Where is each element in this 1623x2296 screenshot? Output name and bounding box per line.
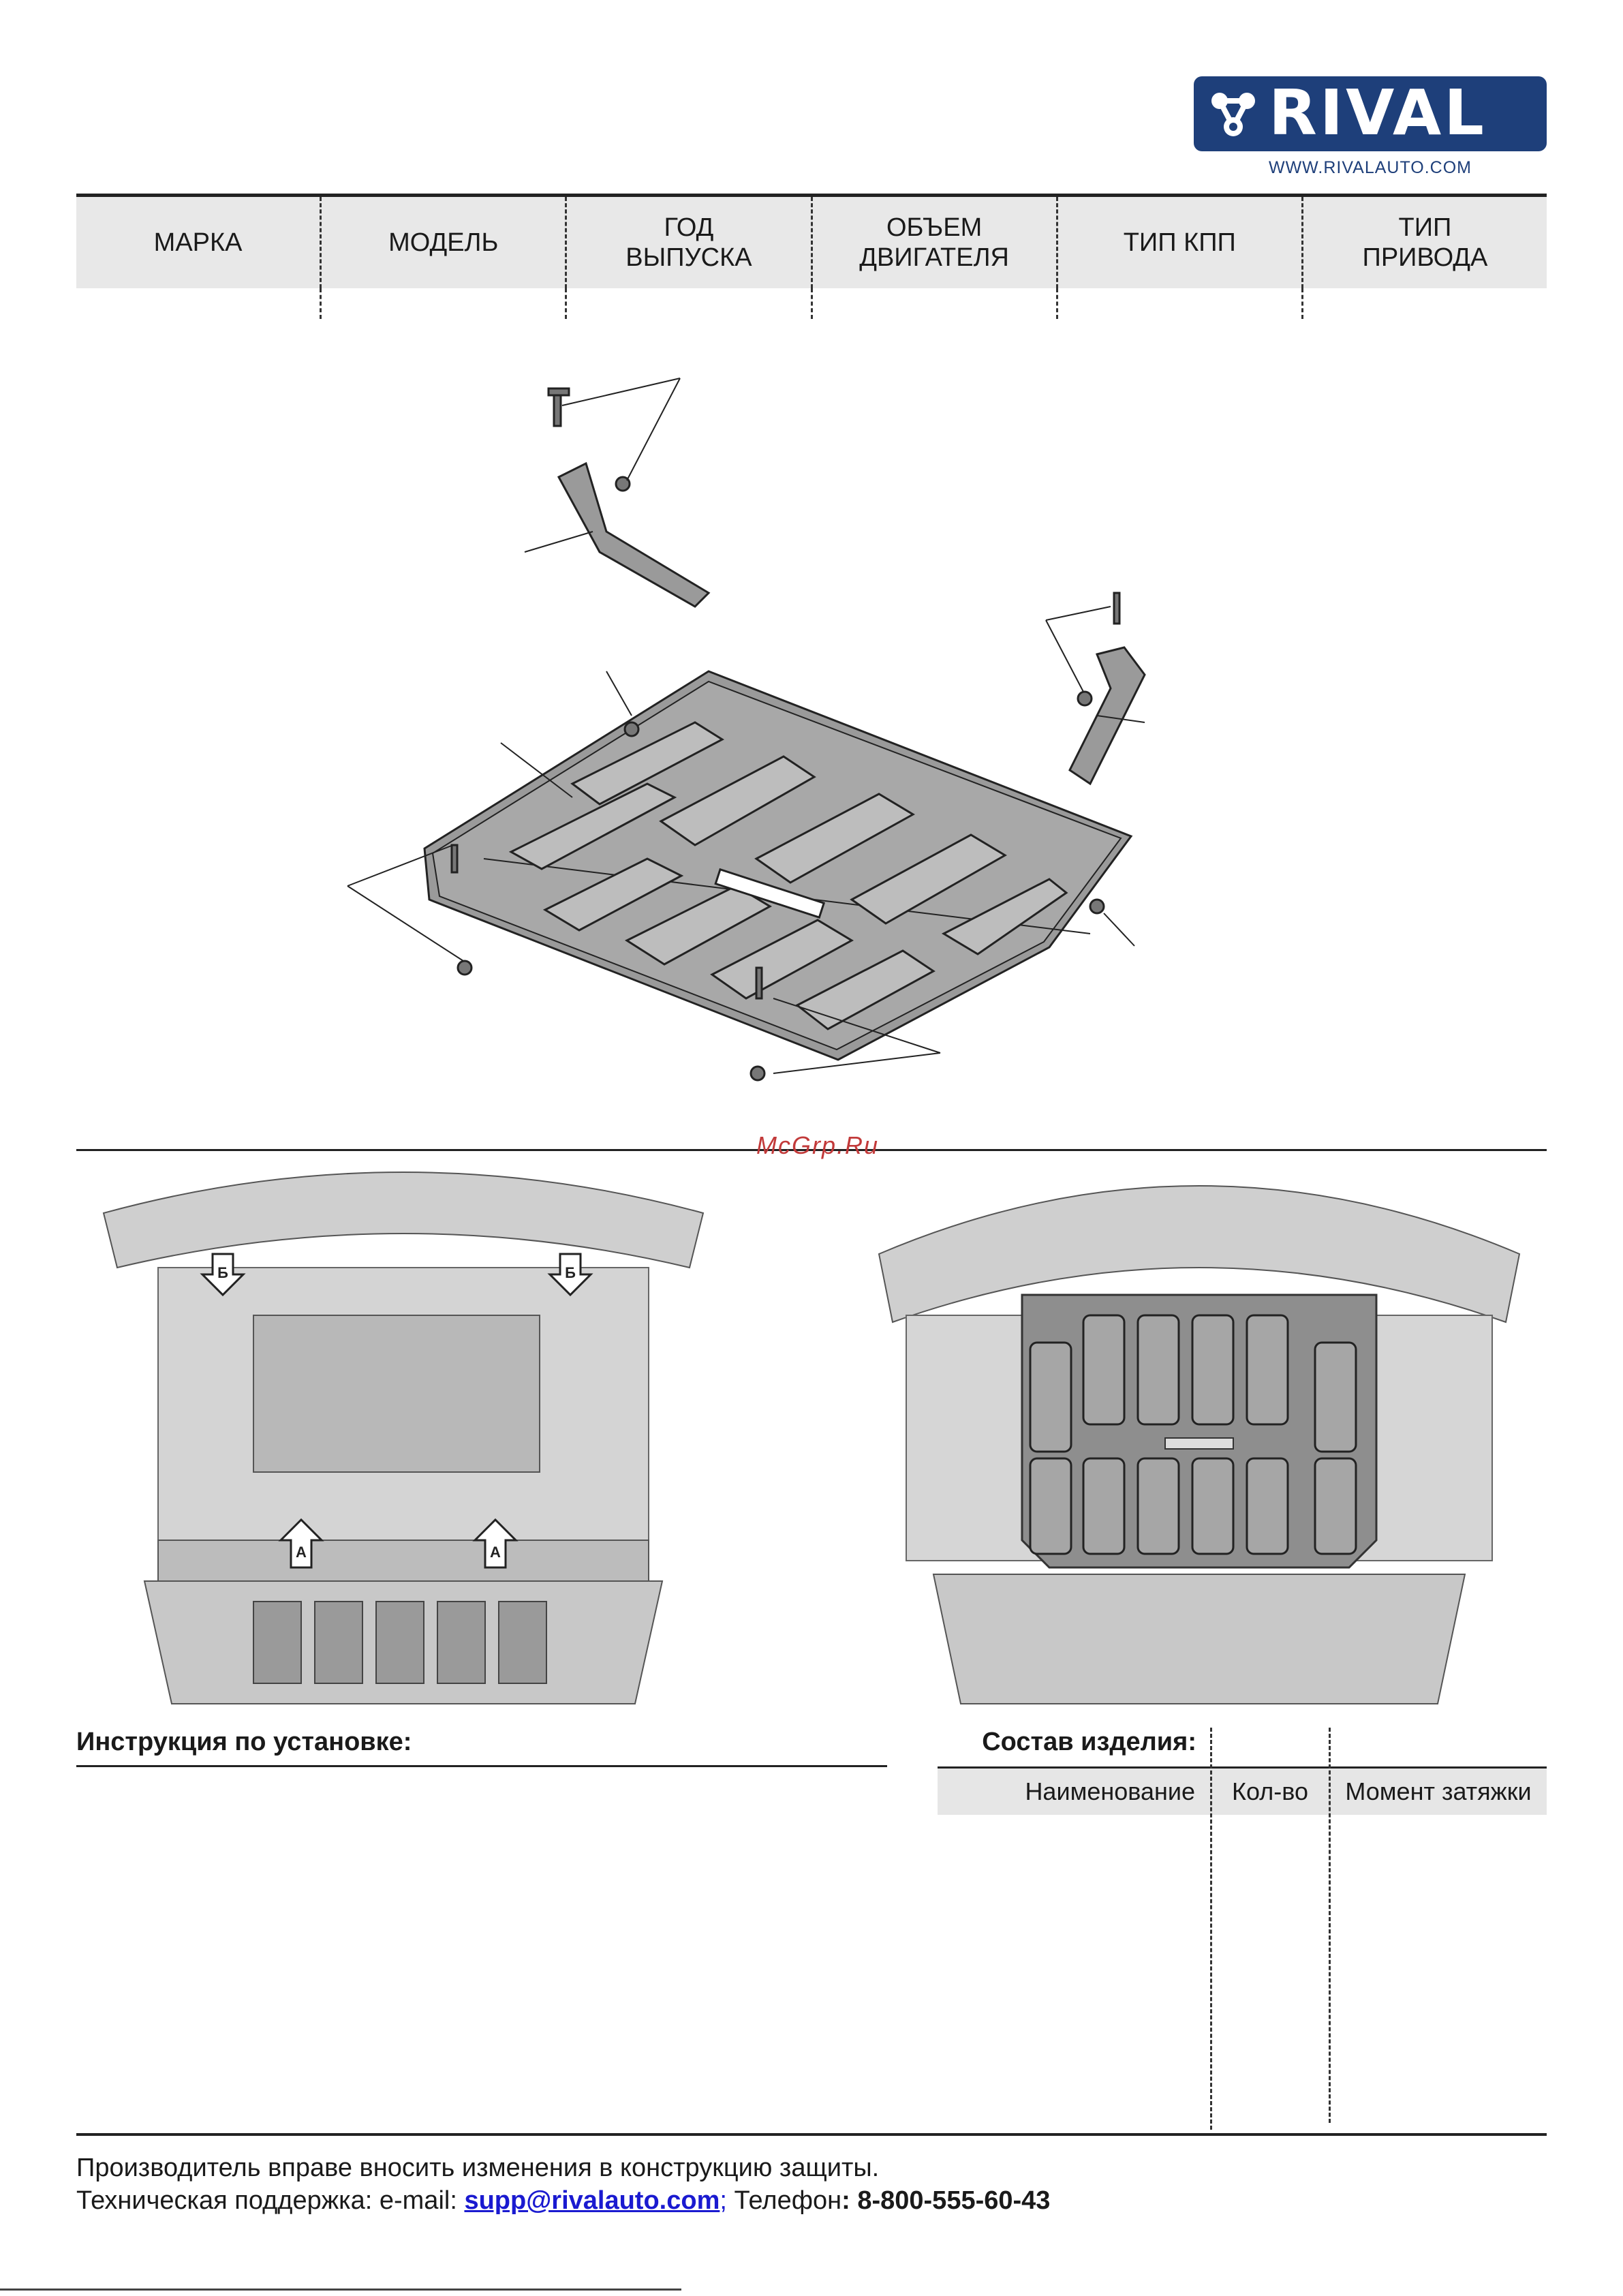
- spec-value-cell: [322, 288, 568, 319]
- footer-support: Техническая поддержка: e-mail: supp@riva…: [76, 2186, 1050, 2216]
- watermark: McGrp.Ru: [756, 1131, 880, 1159]
- spec-drive: ТИП ПРИВОДА: [1362, 213, 1488, 272]
- spec-value-cell: [567, 288, 813, 319]
- spec-value-cell: [1058, 288, 1303, 319]
- website-url[interactable]: WWW.RIVALAUTO.COM: [1268, 158, 1472, 177]
- spec-brand: МАРКА: [76, 197, 322, 288]
- column-quantity: Кол-во: [1232, 1777, 1308, 1805]
- support-email-link[interactable]: supp@rivalauto.com: [464, 2186, 720, 2215]
- marker-a-right: А: [490, 1544, 501, 1561]
- column-divider: [1210, 1728, 1212, 2130]
- spec-value-cell: [1303, 288, 1547, 319]
- footer-divider: [76, 2133, 1547, 2136]
- logo-text: RIVAL: [1269, 76, 1487, 149]
- spec-engine-volume: ОБЪЕМ ДВИГАТЕЛЯ: [813, 197, 1058, 288]
- marker-a-left: А: [296, 1544, 307, 1561]
- column-divider: [1329, 1728, 1331, 2123]
- vehicle-spec-header: МАРКА МОДЕЛЬ ГОД ВЫПУСКА ОБЪЕМ ДВИГАТЕЛЯ…: [76, 194, 1547, 288]
- phone-label: Телефон: [726, 2186, 842, 2215]
- column-torque: Момент затяжки: [1345, 1777, 1532, 1805]
- marker-b-left: Б: [217, 1264, 228, 1281]
- page-bottom-rule: [0, 2289, 681, 2291]
- composition-title: Состав изделия:: [982, 1728, 1196, 1756]
- underbody-photo-before: Б Б А А: [102, 1172, 705, 1704]
- marker-b-right: Б: [565, 1264, 576, 1281]
- support-email-semicolon: ;: [720, 2186, 727, 2215]
- logo-mark-icon: [1211, 93, 1255, 136]
- spec-value-cell: [813, 288, 1058, 319]
- instructions-underline: [76, 1765, 887, 1767]
- support-label: Техническая поддержка: e-mail:: [76, 2186, 465, 2215]
- footer-notice: Производитель вправе вносить изменения в…: [76, 2154, 880, 2182]
- spec-gearbox: ТИП КПП: [1058, 197, 1303, 288]
- support-phone: : 8-800-555-60-43: [841, 2186, 1051, 2215]
- composition-table-header: Наименование Кол-во Момент затяжки: [938, 1766, 1547, 1815]
- instructions-title: Инструкция по установке:: [76, 1728, 412, 1756]
- vehicle-spec-values: [76, 288, 1547, 319]
- exploded-assembly-diagram: [347, 378, 1146, 1082]
- underbody-photo-after: [878, 1185, 1521, 1704]
- spec-value-cell: [76, 288, 322, 319]
- rival-logo: RIVAL: [1194, 76, 1547, 151]
- column-name: Наименование: [1025, 1777, 1195, 1805]
- spec-model: МОДЕЛЬ: [322, 197, 568, 288]
- section-divider: [76, 1149, 1547, 1151]
- spec-year: ГОД ВЫПУСКА: [567, 197, 813, 288]
